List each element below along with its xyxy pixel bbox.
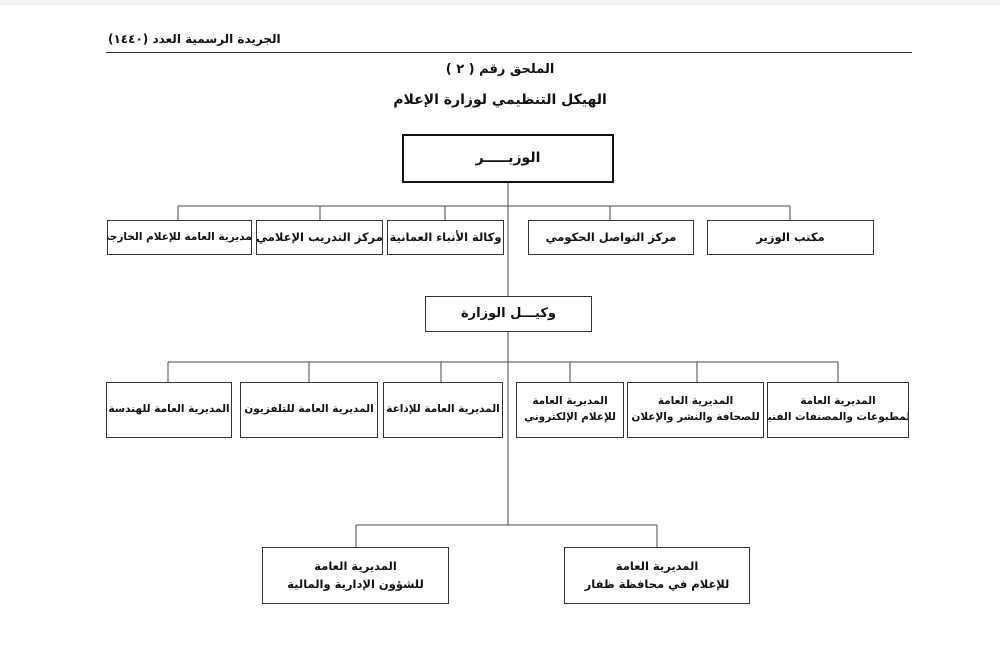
box-dhofar-media-directorate-line1: المديرية العامة — [615, 559, 699, 574]
box-dhofar-media-directorate: المديرية العامة للإعلام في محافظة ظفار — [564, 547, 750, 604]
box-government-communication-center-label: مركز التواصل الحكومي — [545, 229, 677, 244]
top-strip — [0, 0, 1000, 6]
box-radio-directorate-line1: المديرية العامة للإذاعة — [386, 403, 500, 416]
box-undersecretary-label: وكيـــل الوزارة — [461, 306, 556, 322]
box-publications-directorate-line1: المديرية العامة — [800, 395, 876, 408]
box-press-directorate: المديرية العامة للصحافة والنشر والإعلان — [627, 382, 764, 438]
gazette-header: الجريدة الرسمية العدد (١٤٤٠) — [108, 32, 281, 46]
box-external-media-directorate: المديرية العامة للإعلام الخارجي — [107, 220, 252, 255]
box-external-media-directorate-label: المديرية العامة للإعلام الخارجي — [107, 230, 252, 243]
structure-title: الهيكل التنظيمي لوزارة الإعلام — [393, 92, 607, 108]
box-television-directorate-line1: المديرية العامة للتلفزيون — [244, 403, 374, 416]
header-rule — [106, 52, 912, 53]
box-television-directorate: المديرية العامة للتلفزيون — [240, 382, 378, 438]
box-press-directorate-line1: المديرية العامة — [657, 395, 734, 408]
box-minister: الوزيـــــر — [402, 134, 614, 183]
box-admin-finance-directorate: المديرية العامة للشؤون الإدارية والمالية — [262, 547, 449, 604]
box-oman-news-agency-label: وكالة الأنباء العمانية — [389, 229, 502, 244]
box-electronic-media-directorate-line2: للإعلام الإلكتروني — [524, 411, 616, 423]
box-minister-label: الوزيـــــر — [475, 150, 541, 166]
box-undersecretary: وكيـــل الوزارة — [425, 296, 592, 332]
box-press-directorate-line2: للصحافة والنشر والإعلان — [631, 411, 760, 423]
box-media-training-center: مركز التدريب الإعلامي — [256, 220, 383, 255]
box-oman-news-agency: وكالة الأنباء العمانية — [387, 220, 504, 255]
box-dhofar-media-directorate-line2: للإعلام في محافظة ظفار — [584, 576, 730, 591]
box-radio-directorate: المديرية العامة للإذاعة — [383, 382, 503, 438]
box-admin-finance-directorate-line2: للشؤون الإدارية والمالية — [287, 576, 424, 591]
box-engineering-directorate: المديرية العامة للهندسة — [106, 382, 232, 438]
box-electronic-media-directorate-line1: المديرية العامة — [532, 395, 608, 408]
annex-title: الملحق رقم ( ٢ ) — [445, 62, 555, 77]
box-minister-office-label: مكتب الوزير — [756, 229, 825, 244]
box-publications-directorate-line2: للمطبوعات والمصنفات الفنية — [767, 411, 909, 423]
box-publications-directorate: المديرية العامة للمطبوعات والمصنفات الفن… — [767, 382, 909, 438]
box-government-communication-center: مركز التواصل الحكومي — [528, 220, 694, 255]
box-admin-finance-directorate-line1: المديرية العامة — [314, 559, 397, 574]
box-engineering-directorate-line1: المديرية العامة للهندسة — [108, 403, 230, 416]
box-electronic-media-directorate: المديرية العامة للإعلام الإلكتروني — [516, 382, 624, 438]
box-media-training-center-label: مركز التدريب الإعلامي — [256, 229, 383, 244]
box-minister-office: مكتب الوزير — [707, 220, 874, 255]
